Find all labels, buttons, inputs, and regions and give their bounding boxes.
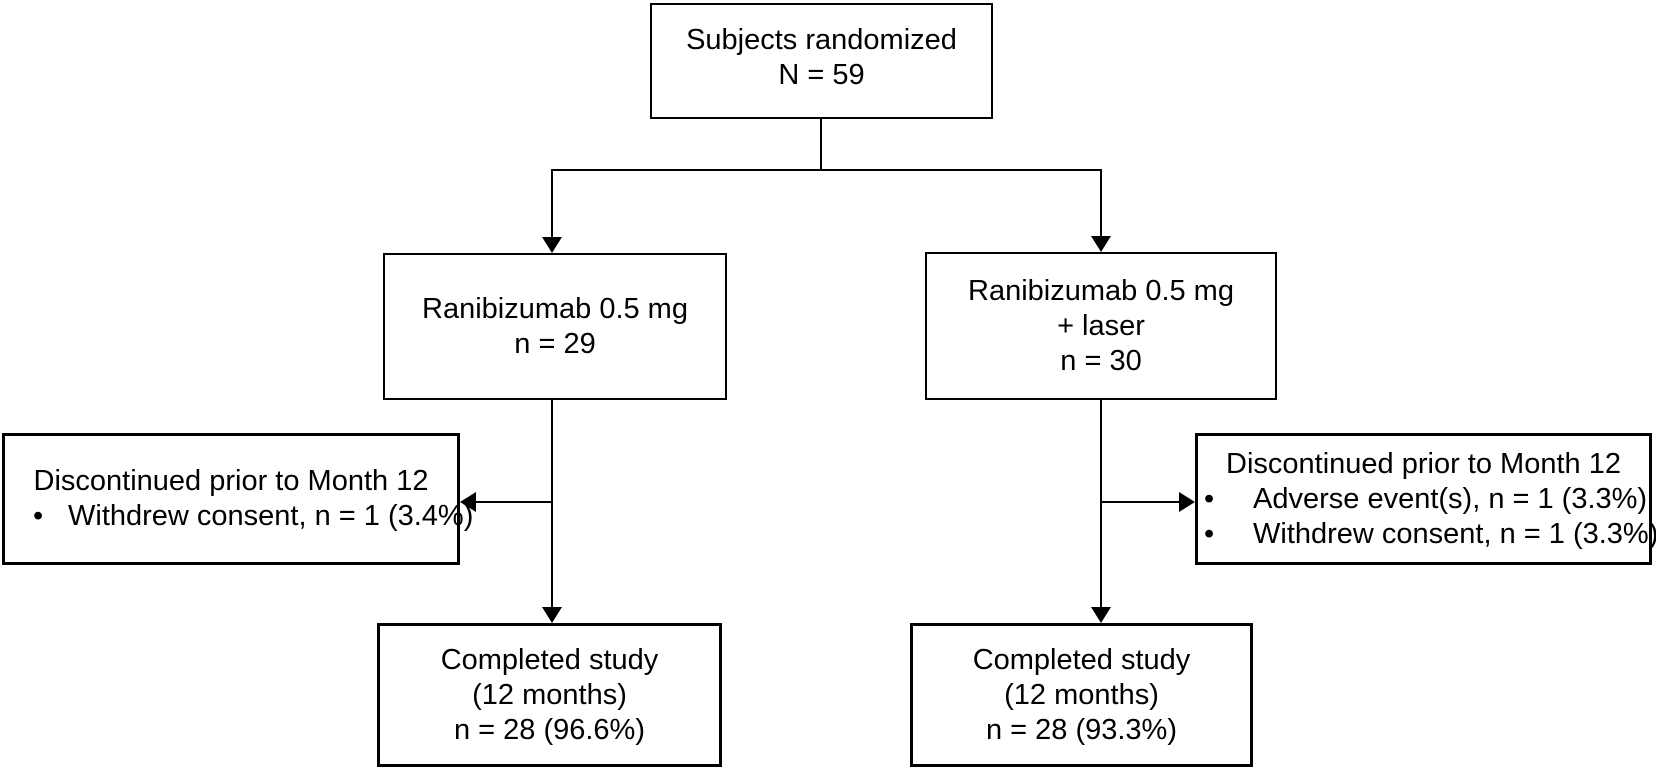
arm-ranibizumab-label: Ranibizumab 0.5 mg [422, 292, 688, 325]
discontinued-right-bullet-row: • Withdrew consent, n = 1 (3.3%) [1198, 517, 1656, 552]
completed-left-duration: (12 months) [472, 678, 627, 711]
connector-left-arm-vertical [551, 169, 553, 239]
connector-top-stem [820, 119, 822, 171]
completed-right-box: Completed study (12 months) n = 28 (93.3… [910, 623, 1253, 767]
arrowhead-down-icon [1091, 607, 1111, 623]
connector-right-completed-vertical [1100, 400, 1102, 610]
arrowhead-down-icon [542, 607, 562, 623]
arrowhead-left-icon [460, 492, 476, 512]
discontinued-right-reason-1: Adverse event(s), n = 1 (3.3%) [1253, 482, 1648, 515]
arrowhead-down-icon [1091, 236, 1111, 252]
discontinued-left-reason: Withdrew consent, n = 1 (3.4%) [68, 500, 474, 532]
arm-ranibizumab-laser-label: Ranibizumab 0.5 mg [968, 274, 1234, 307]
discontinued-right-reason-2: Withdrew consent, n = 1 (3.3%) [1253, 517, 1656, 550]
bullet-icon: • [1204, 517, 1215, 550]
randomized-box: Subjects randomized N = 59 [650, 3, 993, 119]
completed-right-duration: (12 months) [1004, 678, 1159, 711]
discontinued-right-title: Discontinued prior to Month 12 [1226, 447, 1621, 480]
connector-right-arm-vertical [1100, 169, 1102, 239]
connector-left-completed-vertical [551, 400, 553, 610]
discontinued-left-box: Discontinued prior to Month 12 • Withdre… [2, 433, 473, 565]
bullet-icon: • [33, 500, 44, 532]
completed-left-label: Completed study [440, 643, 659, 676]
arrowhead-down-icon [542, 237, 562, 253]
completed-left-box: Completed study (12 months) n = 28 (96.6… [377, 623, 722, 767]
arm-ranibizumab-box: Ranibizumab 0.5 mg n = 29 [383, 253, 727, 400]
randomized-count: N = 59 [778, 59, 865, 91]
arm-ranibizumab-count: n = 29 [514, 327, 596, 360]
bullet-icon: • [1204, 482, 1215, 515]
randomized-label: Subjects randomized [686, 24, 957, 56]
connector-left-discontinued-horizontal [474, 501, 552, 503]
completed-right-label: Completed study [972, 643, 1191, 676]
completed-left-count: n = 28 (96.6%) [453, 713, 646, 746]
arm-ranibizumab-laser-sublabel: + laser [1057, 309, 1145, 342]
connector-right-discontinued-horizontal [1101, 501, 1181, 503]
discontinued-left-title: Discontinued prior to Month 12 [33, 465, 429, 497]
completed-right-count: n = 28 (93.3%) [985, 713, 1178, 746]
arm-ranibizumab-laser-count: n = 30 [1060, 344, 1142, 377]
discontinued-right-bullet-row: • Adverse event(s), n = 1 (3.3%) [1198, 482, 1649, 517]
arm-ranibizumab-laser-box: Ranibizumab 0.5 mg + laser n = 30 [925, 252, 1277, 400]
arrowhead-right-icon [1179, 492, 1195, 512]
discontinued-left-bullet-row: • Withdrew consent, n = 1 (3.4%) [5, 499, 473, 534]
discontinued-right-box: Discontinued prior to Month 12 • Adverse… [1195, 433, 1656, 565]
connector-branch-horizontal [551, 169, 1102, 171]
